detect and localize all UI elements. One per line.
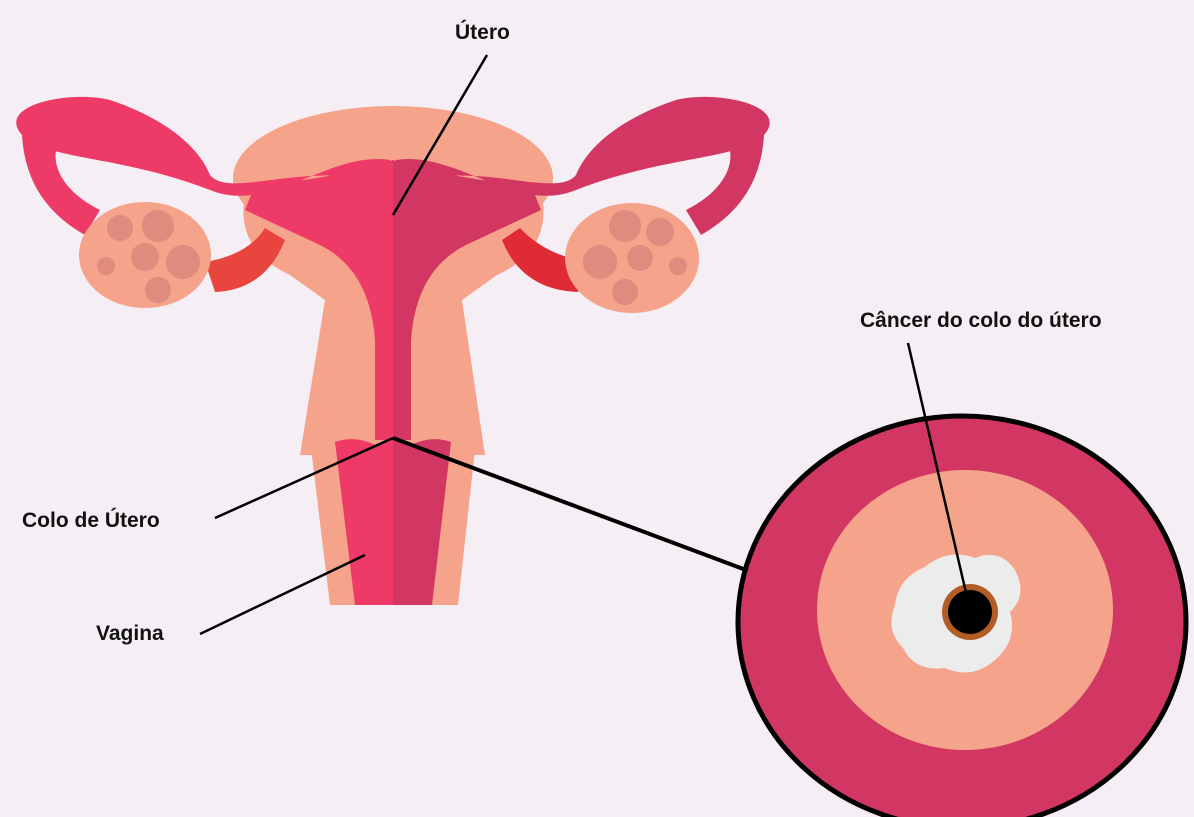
label-cervix: Colo de Útero: [22, 510, 160, 531]
label-utero: Útero: [455, 22, 510, 43]
label-cervical-cancer: Câncer do colo do útero: [860, 310, 1102, 331]
cervical-opening: [948, 590, 992, 634]
left-ovarian-ligament: [205, 228, 285, 292]
label-vagina: Vagina: [96, 623, 164, 644]
